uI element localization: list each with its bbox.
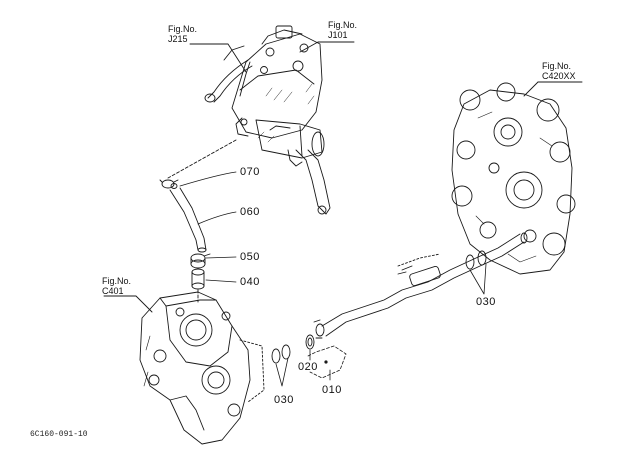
- unit-to-clamp-dash: [167, 139, 237, 179]
- transmission-case-left: [139, 291, 265, 445]
- part-040-connector: [191, 268, 205, 290]
- fig-ref-j215-line2: J215: [168, 34, 188, 44]
- part-leaders: [179, 171, 237, 283]
- fig-ref-c401: Fig.No. C401: [102, 276, 131, 296]
- fig-ref-j101: Fig.No. J101: [328, 20, 357, 40]
- p030-right-leader: [469, 263, 487, 295]
- part-030-left-orings: [271, 344, 291, 364]
- part-number-050: 050: [240, 251, 260, 263]
- part-number-030-left: 030: [274, 394, 294, 406]
- c420xx-leader: [523, 81, 539, 97]
- part-number-070: 070: [240, 166, 260, 178]
- part-number-030-right: 030: [476, 296, 496, 308]
- fig-ref-c420xx-line1: Fig.No.: [542, 61, 572, 71]
- fig-ref-c420xx-line2: C420XX: [542, 71, 576, 81]
- part-number-010: 010: [322, 384, 342, 396]
- lift-unit-assembly: [204, 25, 331, 215]
- fig-ref-j101-line1: Fig.No.: [328, 20, 358, 30]
- p010-bracket: [307, 345, 347, 381]
- transmission-case-right: [451, 82, 576, 275]
- part-number-020: 020: [298, 361, 318, 373]
- part-010-pipe: [313, 232, 528, 339]
- fig-ref-c401-line1: Fig.No.: [102, 276, 132, 286]
- fig-ref-j215: Fig.No. J215: [168, 24, 197, 44]
- part-070-clamp: [159, 179, 179, 189]
- part-number-040: 040: [240, 276, 260, 288]
- fig-ref-c420xx: Fig.No. C420XX: [542, 61, 576, 81]
- p030-left-leader: [275, 357, 289, 387]
- fig-ref-j101-line2: J101: [328, 30, 348, 40]
- fig-ref-c401-line2: C401: [102, 286, 124, 296]
- part-030-right-orings: [465, 250, 487, 270]
- part-050-clamp: [190, 253, 211, 269]
- j215-leader: [189, 43, 247, 73]
- c401-leader: [103, 295, 153, 313]
- part-number-060: 060: [240, 206, 260, 218]
- diagram-code: 6C160-091-10: [30, 430, 88, 439]
- part-060-hose: [169, 187, 207, 253]
- part-020-oring: [305, 334, 315, 350]
- fig-ref-j215-line1: Fig.No.: [168, 24, 198, 34]
- j101-leader: [299, 41, 355, 53]
